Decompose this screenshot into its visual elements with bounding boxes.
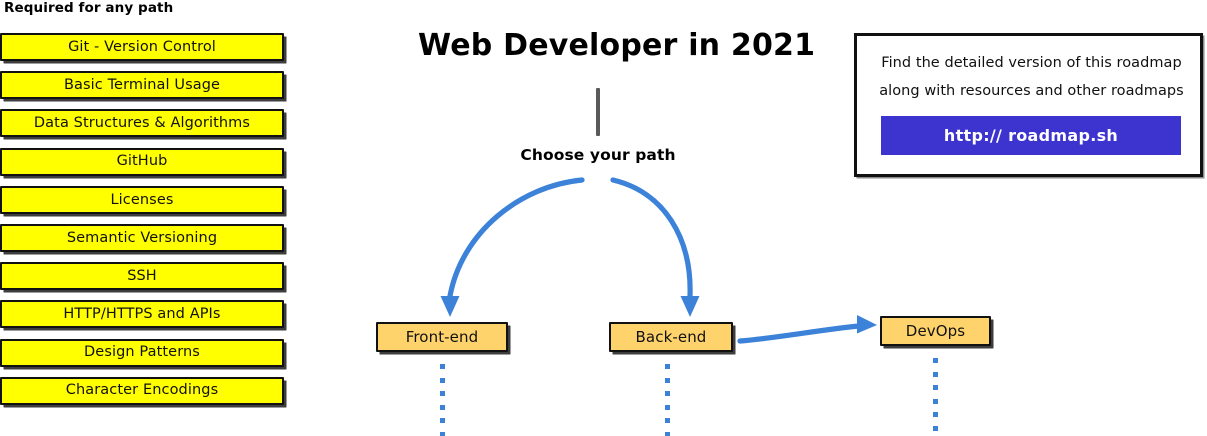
required-skill-item[interactable]: GitHub	[0, 147, 284, 176]
roadmap-url-label: http:// roadmap.sh	[943, 126, 1119, 145]
trail-dot	[933, 358, 938, 363]
required-skill-item[interactable]: HTTP/HTTPS and APIs	[0, 300, 284, 329]
path-node-frontend[interactable]: Front-end	[376, 322, 508, 352]
roadmap-panel-line-2: along with resources and other roadmaps	[879, 83, 1184, 99]
roadmap-url-button[interactable]: http:// roadmap.sh	[881, 116, 1181, 155]
dotted-trail-devops	[933, 358, 938, 436]
trail-dot	[440, 364, 445, 369]
arrow-to-backend	[610, 177, 693, 299]
required-skill-label: Git - Version Control	[68, 38, 216, 55]
trail-dot	[665, 391, 670, 396]
required-skill-label: Licenses	[110, 191, 174, 208]
required-skill-item[interactable]: Data Structures & Algorithms	[0, 109, 284, 138]
trail-dot	[933, 398, 938, 404]
roadmap-info-panel: Find the detailed version of this roadma…	[854, 33, 1203, 177]
path-node-devops[interactable]: DevOps	[880, 316, 991, 346]
arrow-backend-to-devops	[737, 323, 862, 344]
page-title: Web Developer in 2021	[418, 28, 816, 63]
required-skill-item[interactable]: Licenses	[0, 185, 284, 214]
trail-dot	[440, 377, 445, 383]
trail-dot	[440, 418, 445, 423]
required-skill-item[interactable]: Git - Version Control	[0, 33, 284, 61]
arrowhead-devops	[857, 315, 877, 334]
path-node-label: Front-end	[405, 327, 479, 346]
required-skill-label: Character Encodings	[65, 382, 219, 399]
required-skill-label: Design Patterns	[84, 344, 200, 361]
trail-dot	[933, 425, 938, 431]
choose-your-path-label: Choose your path	[520, 146, 676, 164]
trail-dot	[665, 404, 670, 410]
dotted-trail-backend	[665, 364, 670, 436]
path-node-label: Back-end	[635, 327, 707, 346]
trail-dot	[933, 412, 938, 417]
dotted-trail-frontend	[440, 364, 445, 436]
trail-dot	[440, 391, 445, 396]
path-node-backend[interactable]: Back-end	[609, 322, 733, 352]
arrowhead-backend	[680, 296, 700, 317]
required-skill-list: Git - Version Control Basic Terminal Usa…	[0, 33, 300, 415]
required-skill-item[interactable]: Basic Terminal Usage	[0, 71, 284, 100]
required-skill-item[interactable]: Semantic Versioning	[0, 223, 284, 252]
trail-dot	[933, 371, 938, 377]
trail-dot	[665, 431, 670, 436]
arrowhead-frontend	[440, 296, 460, 317]
trail-dot	[665, 377, 670, 383]
title-connector-line	[596, 88, 600, 136]
required-skill-item[interactable]: Character Encodings	[0, 376, 284, 405]
trail-dot	[665, 418, 670, 423]
required-skill-item[interactable]: Design Patterns	[0, 338, 284, 367]
required-skill-label: SSH	[127, 267, 157, 284]
required-skill-label: HTTP/HTTPS and APIs	[63, 306, 221, 323]
required-skill-label: Data Structures & Algorithms	[33, 115, 251, 132]
required-section-heading: Required for any path	[4, 0, 174, 16]
trail-dot	[933, 385, 938, 390]
required-skill-label: GitHub	[116, 153, 168, 170]
required-skill-item[interactable]: SSH	[0, 262, 284, 291]
required-skill-label: Semantic Versioning	[66, 229, 218, 246]
roadmap-panel-line-1: Find the detailed version of this roadma…	[881, 55, 1182, 71]
trail-dot	[665, 364, 670, 369]
required-skill-label: Basic Terminal Usage	[63, 76, 221, 93]
trail-dot	[440, 431, 445, 436]
trail-dot	[440, 404, 445, 410]
arrow-to-frontend	[447, 177, 585, 299]
path-node-label: DevOps	[905, 321, 966, 340]
required-for-any-path-section: Required for any path Git - Version Cont…	[0, 0, 300, 436]
